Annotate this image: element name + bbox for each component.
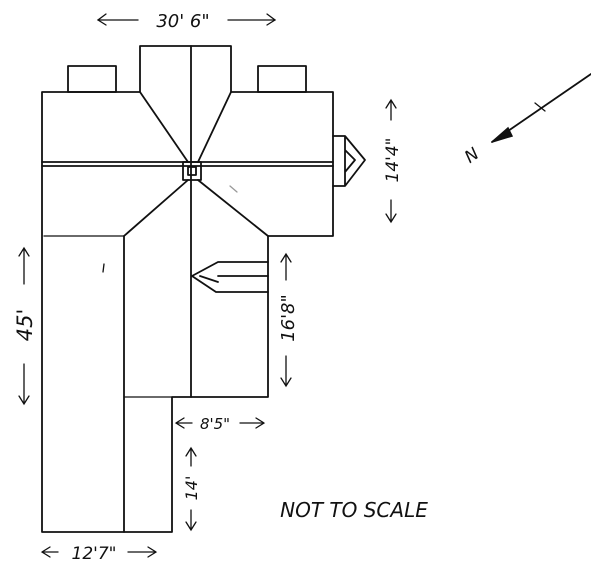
compass-label: N [461,144,483,168]
dimension-top-width: 30' 6" [96,11,277,32]
building-outline [41,45,334,533]
dimension-bottom-width-label: 12'7" [72,544,117,563]
dimension-right-wing: 14'4" [383,98,403,224]
dimension-ell-length: 14' [182,446,201,532]
dimension-ell-length-label: 14' [182,476,201,501]
dimension-ell-width: 8'5" [174,415,266,433]
dimension-middle-length: 16'8" [278,252,299,388]
not-to-scale-note: NOT TO SCALE [280,498,428,522]
faint-mark [229,185,238,193]
dimension-ell-width-label: 8'5" [200,415,230,433]
hip-top-right [197,91,232,163]
dimension-bottom-width: 12'7" [40,544,158,563]
tick-mark [102,263,105,273]
dimension-left-length: 45' [13,246,37,406]
dimension-left-length-label: 45' [13,309,37,342]
middle-dormer [191,261,269,293]
right-dormer [332,135,366,187]
hip-top-left [139,91,189,163]
hip-bottom-right [197,179,269,237]
dimension-middle-length-label: 16'8" [278,294,299,342]
dimension-top-width-label: 30' 6" [156,11,209,32]
hip-bottom-left [123,179,189,237]
center-cupola-inner [187,166,197,176]
dimension-right-wing-label: 14'4" [383,138,403,183]
center-cupola [182,161,202,181]
north-arrow-icon: N [461,73,591,168]
left-chimney [67,65,117,93]
right-chimney [257,65,307,93]
